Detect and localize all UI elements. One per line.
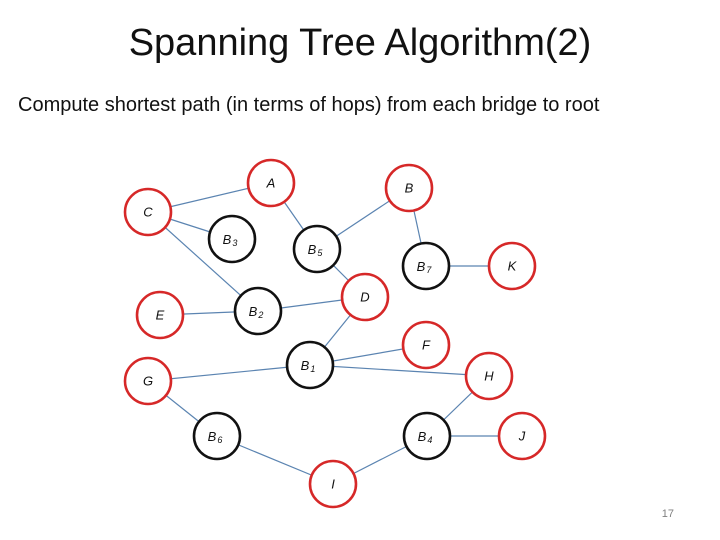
bridge-letter: B — [249, 304, 258, 319]
lan-node-d: D — [340, 272, 390, 322]
lan-node-j: J — [497, 411, 547, 461]
lan-node-k: K — [487, 241, 537, 291]
bridge-node-b6: B6 — [192, 411, 242, 461]
lan-circle — [123, 356, 173, 406]
bridge-circle — [401, 241, 451, 291]
bridge-node-b3: B3 — [207, 214, 257, 264]
bridge-label: B7 — [417, 259, 433, 276]
bridge-node-b7: B7 — [401, 241, 451, 291]
bridge-letter: B — [308, 242, 317, 257]
bridge-letter: B — [301, 358, 310, 373]
link-c-b2 — [147, 211, 259, 312]
bridge-circle — [192, 411, 242, 461]
bridge-subscript: 7 — [426, 265, 432, 275]
bridge-node-b5: B5 — [292, 224, 342, 274]
page-number: 17 — [661, 508, 674, 520]
lan-node-i: I — [308, 459, 358, 509]
lan-label: J — [518, 429, 526, 444]
lan-circle — [340, 272, 390, 322]
bridge-label: B2 — [249, 304, 264, 321]
lan-circle — [487, 241, 537, 291]
bridge-subscript: 2 — [257, 310, 263, 320]
lan-label: A — [266, 176, 276, 191]
lan-circle — [384, 163, 434, 213]
lan-node-a: A — [246, 158, 296, 208]
link-b1-h — [309, 364, 490, 377]
lan-node-h: H — [464, 351, 514, 401]
bridge-label: B5 — [308, 242, 324, 259]
lan-circle — [135, 290, 185, 340]
bridge-circle — [402, 411, 452, 461]
bridge-label: B3 — [223, 232, 238, 249]
bridge-letter: B — [417, 259, 426, 274]
bridge-label: B6 — [208, 429, 223, 446]
bridge-node-b1: B1 — [285, 340, 335, 390]
lan-label: K — [508, 259, 518, 274]
slide-subtitle: Compute shortest path (in terms of hops)… — [18, 94, 600, 116]
bridge-circle — [233, 286, 283, 336]
bridge-letter: B — [223, 232, 232, 247]
bridge-node-b4: B4 — [402, 411, 452, 461]
lan-node-c: C — [123, 187, 173, 237]
bridge-label: B4 — [418, 429, 433, 446]
lan-label: B — [405, 181, 414, 196]
lan-node-e: E — [135, 290, 185, 340]
bridge-subscript: 1 — [310, 364, 315, 374]
bridge-subscript: 6 — [217, 435, 222, 445]
bridge-circle — [207, 214, 257, 264]
lan-label: G — [143, 374, 153, 389]
bridge-circle — [292, 224, 342, 274]
lan-node-g: G — [123, 356, 173, 406]
lan-label: C — [143, 205, 153, 220]
lan-label: H — [484, 369, 494, 384]
lan-circle — [401, 320, 451, 370]
bridge-subscript: 5 — [317, 248, 323, 258]
lan-circle — [497, 411, 547, 461]
lan-circle — [246, 158, 296, 208]
lan-circle — [308, 459, 358, 509]
bridge-subscript: 4 — [427, 435, 432, 445]
lan-label: D — [360, 290, 369, 305]
lan-label: I — [331, 477, 335, 492]
lan-circle — [464, 351, 514, 401]
lan-label: E — [156, 308, 165, 323]
lan-node-b: B — [384, 163, 434, 213]
link-b1-g — [147, 364, 311, 382]
slide-title: Spanning Tree Algorithm(2) — [128, 22, 592, 64]
lan-node-f: F — [401, 320, 451, 370]
lan-label: F — [422, 338, 431, 353]
bridge-letter: B — [418, 429, 427, 444]
bridge-letter: B — [208, 429, 217, 444]
bridge-circle — [285, 340, 335, 390]
bridge-label: B1 — [301, 358, 316, 375]
bridge-subscript: 3 — [232, 238, 237, 248]
lan-circle — [123, 187, 173, 237]
bridge-node-b2: B2 — [233, 286, 283, 336]
